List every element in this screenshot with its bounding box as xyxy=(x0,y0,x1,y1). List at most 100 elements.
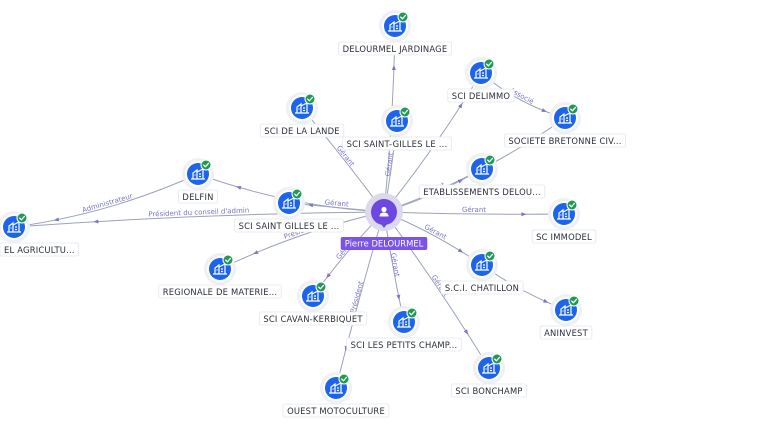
node-agricul[interactable]: EL AGRICULTU... xyxy=(0,211,80,257)
edge-arrow xyxy=(253,250,259,254)
node-aninvest[interactable]: ANINVEST xyxy=(539,294,593,340)
center-node-pointer xyxy=(381,224,387,228)
svg-text:SOCIETE BRETONNE CIV...: SOCIETE BRETONNE CIV... xyxy=(508,136,621,146)
edge-line xyxy=(335,211,385,389)
verified-check-icon xyxy=(399,106,411,118)
verified-check-icon xyxy=(200,159,212,171)
verified-check-icon xyxy=(566,199,578,211)
node-label: SC IMMODEL xyxy=(531,229,597,244)
node-label: SCI SAINT-GILLES LE ... xyxy=(342,136,452,151)
svg-text:OUEST MOTOCULTURE: OUEST MOTOCULTURE xyxy=(287,406,385,416)
center-node[interactable]: Pierre DELOURMEL xyxy=(340,193,428,250)
edge-line xyxy=(13,173,199,228)
svg-text:REGIONALE DE MATERIE...: REGIONALE DE MATERIE... xyxy=(163,287,278,297)
svg-text:DELOURMEL JARDINAGE: DELOURMEL JARDINAGE xyxy=(343,44,448,54)
verified-check-icon xyxy=(484,154,496,166)
node-etab[interactable]: ETABLISSEMENTS DELOU... xyxy=(418,153,546,199)
verified-check-icon xyxy=(315,281,327,293)
nodes-layer: DELOURMEL JARDINAGE SCI DELIMMO SOCIETE BR… xyxy=(0,10,626,418)
edge-label: Gérant xyxy=(384,152,395,177)
svg-text:SCI CAVAN-KERBIQUET: SCI CAVAN-KERBIQUET xyxy=(263,314,363,324)
node-label: SCI DE LA LANDE xyxy=(259,123,345,138)
edge-pierre-immodel: Gérant xyxy=(383,206,565,217)
edge-arrow xyxy=(458,103,463,109)
node-label: REGIONALE DE MATERIE... xyxy=(158,284,282,299)
svg-text:SCI LES PETITS CHAMP...: SCI LES PETITS CHAMP... xyxy=(351,340,458,350)
node-bretonne[interactable]: SOCIETE BRETONNE CIV... xyxy=(504,102,626,148)
node-saintgilles2[interactable]: SCI SAINT GILLES LE ... xyxy=(234,187,344,233)
node-label: SCI SAINT GILLES LE ... xyxy=(234,218,344,233)
verified-check-icon xyxy=(397,11,409,23)
node-label: EL AGRICULTU... xyxy=(0,242,80,257)
verified-check-icon xyxy=(484,250,496,262)
edge-arrow xyxy=(391,65,396,71)
node-ouest[interactable]: OUEST MOTOCULTURE xyxy=(282,372,390,418)
edge-label: Gérant xyxy=(389,252,401,277)
edge-arrow xyxy=(542,298,549,303)
edge-label: Président xyxy=(349,280,365,314)
verified-check-icon xyxy=(338,373,350,385)
node-regionale[interactable]: REGIONALE DE MATERIE... xyxy=(158,253,282,299)
svg-text:ANINVEST: ANINVEST xyxy=(544,328,588,338)
svg-text:SCI BONCHAMP: SCI BONCHAMP xyxy=(455,386,522,396)
node-label: S.C.I. CHATILLON xyxy=(440,280,524,295)
edge-arrow xyxy=(93,219,99,224)
edge-pierre-lande: Gérant xyxy=(301,107,385,213)
svg-text:SCI SAINT-GILLES LE ...: SCI SAINT-GILLES LE ... xyxy=(347,139,448,149)
node-petits[interactable]: SCI LES PETITS CHAMP... xyxy=(346,306,462,352)
verified-check-icon xyxy=(567,103,579,115)
node-label: OUEST MOTOCULTURE xyxy=(282,403,390,418)
node-label: ETABLISSEMENTS DELOU... xyxy=(418,184,546,199)
edge-label: Gérant xyxy=(324,198,349,208)
node-label: DELFIN xyxy=(178,189,218,204)
svg-text:SC IMMODEL: SC IMMODEL xyxy=(536,232,592,242)
svg-text:SCI SAINT GILLES LE ...: SCI SAINT GILLES LE ... xyxy=(239,221,340,231)
edge-delfin-agricul: Administrateur xyxy=(13,173,199,228)
center-node-label: Pierre DELOURMEL xyxy=(345,239,424,249)
edge-arrow xyxy=(236,185,242,190)
edge-arrow xyxy=(521,212,527,217)
node-label: SCI BONCHAMP xyxy=(450,383,528,398)
edge-line xyxy=(383,211,565,215)
svg-text:DELFIN: DELFIN xyxy=(182,192,213,202)
edge-arrow xyxy=(457,248,464,253)
svg-text:ETABLISSEMENTS DELOU...: ETABLISSEMENTS DELOU... xyxy=(423,187,541,197)
edge-line xyxy=(383,211,490,369)
node-saintgilles1[interactable]: SCI SAINT-GILLES LE ... xyxy=(342,105,452,151)
node-jardinage[interactable]: DELOURMEL JARDINAGE xyxy=(338,10,452,56)
node-chatillon[interactable]: S.C.I. CHATILLON xyxy=(440,249,524,295)
person-icon xyxy=(379,206,389,217)
svg-text:SCI DELIMMO: SCI DELIMMO xyxy=(452,91,511,101)
node-delimmo[interactable]: SCI DELIMMO xyxy=(447,57,515,103)
node-label: ANINVEST xyxy=(539,325,593,340)
edge-arrow xyxy=(307,203,314,208)
edge-label: Administrateur xyxy=(81,192,133,214)
edge-arrow xyxy=(457,179,464,184)
node-cavan[interactable]: SCI CAVAN-KERBIQUET xyxy=(258,280,368,326)
node-bonchamp[interactable]: SCI BONCHAMP xyxy=(450,352,528,398)
node-label: SCI DELIMMO xyxy=(447,88,515,103)
verified-check-icon xyxy=(16,212,28,224)
edge-line xyxy=(219,211,385,270)
node-lande[interactable]: SCI DE LA LANDE xyxy=(259,92,345,138)
node-label: SCI CAVAN-KERBIQUET xyxy=(258,311,368,326)
edge-arrow xyxy=(326,273,331,279)
node-immodel[interactable]: SC IMMODEL xyxy=(531,198,597,244)
node-delfin[interactable]: DELFIN xyxy=(178,158,218,204)
edge-arrow xyxy=(396,294,401,300)
svg-text:SCI DE LA LANDE: SCI DE LA LANDE xyxy=(264,126,340,136)
edge-arrow xyxy=(463,329,469,335)
svg-text:S.C.I. CHATILLON: S.C.I. CHATILLON xyxy=(445,283,519,293)
edge-pierre-agricul: Président du conseil d'admin xyxy=(13,206,385,228)
node-label: SCI LES PETITS CHAMP... xyxy=(346,337,462,352)
svg-text:EL AGRICULTU...: EL AGRICULTU... xyxy=(4,245,75,255)
verified-check-icon xyxy=(304,93,316,105)
edge-line xyxy=(301,107,385,213)
verified-check-icon xyxy=(491,353,503,365)
node-label: SOCIETE BRETONNE CIV... xyxy=(504,133,626,148)
verified-check-icon xyxy=(568,295,580,307)
edge-label: Gérant xyxy=(462,206,486,214)
edge-line xyxy=(13,211,385,228)
verified-check-icon xyxy=(222,254,234,266)
